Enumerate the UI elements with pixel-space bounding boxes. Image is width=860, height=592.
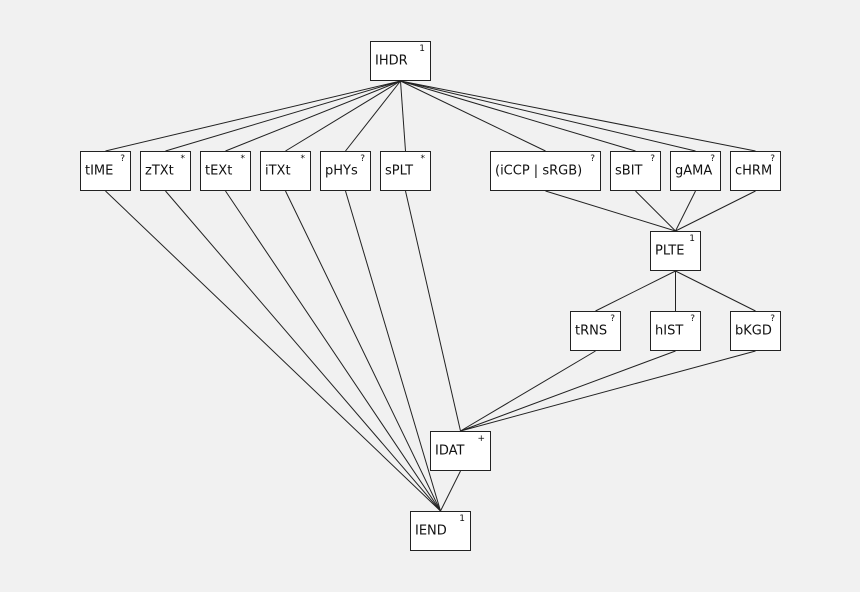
edge-chrm-plte (675, 190, 756, 232)
node-iccp-srgb-mark: ? (590, 154, 595, 164)
node-iend: IEND 1 (410, 511, 471, 551)
node-hist-mark: ? (690, 314, 695, 324)
node-hist-label: hIST (655, 323, 684, 339)
edge-ihdr-text (225, 80, 401, 152)
edge-ihdr-gama (400, 80, 696, 152)
node-phys-label: pHYs (325, 163, 358, 179)
edge-idat-iend (440, 470, 461, 512)
node-plte-label: PLTE (655, 243, 685, 259)
node-text-label: tEXt (205, 163, 233, 179)
node-ihdr: IHDR 1 (370, 41, 431, 81)
node-splt-mark: * (420, 154, 426, 164)
edge-time-iend (105, 190, 441, 512)
node-trns-mark: ? (610, 314, 615, 324)
node-sbit: sBIT ? (610, 151, 661, 191)
node-ihdr-mark: 1 (419, 44, 425, 54)
node-time-mark: ? (120, 154, 125, 164)
node-bkgd: bKGD ? (730, 311, 781, 351)
node-itxt-mark: * (300, 154, 306, 164)
edge-ihdr-chrm (400, 80, 756, 152)
edge-bkgd-idat (460, 350, 756, 432)
node-phys-mark: ? (360, 154, 365, 164)
node-splt: sPLT * (380, 151, 431, 191)
node-gama: gAMA ? (670, 151, 721, 191)
edge-plte-bkgd (675, 270, 756, 312)
node-text: tEXt * (200, 151, 251, 191)
node-phys: pHYs ? (320, 151, 371, 191)
edge-hist-idat (460, 350, 676, 432)
edge-plte-trns (595, 270, 676, 312)
node-splt-label: sPLT (385, 163, 414, 179)
edge-gama-plte (675, 190, 696, 232)
node-iend-label: IEND (415, 523, 447, 539)
node-iccp-srgb: (iCCP | sRGB) ? (490, 151, 601, 191)
edge-ihdr-iccp (400, 80, 546, 152)
edge-ihdr-time (105, 80, 401, 152)
node-time: tIME ? (80, 151, 131, 191)
node-iend-mark: 1 (459, 514, 465, 524)
node-gama-label: gAMA (675, 163, 713, 179)
node-plte: PLTE 1 (650, 231, 701, 271)
edge-sbit-plte (635, 190, 676, 232)
node-itxt-label: iTXt (265, 163, 291, 179)
edge-ihdr-phys (345, 80, 401, 152)
node-bkgd-label: bKGD (735, 323, 772, 339)
edge-ihdr-sbit (400, 80, 636, 152)
edge-trns-idat (460, 350, 596, 432)
edge-splt-idat (405, 190, 461, 432)
node-chrm-mark: ? (770, 154, 775, 164)
node-chrm-label: cHRM (735, 163, 773, 179)
edge-itxt-iend (285, 190, 441, 512)
node-sbit-mark: ? (650, 154, 655, 164)
edge-ihdr-splt (400, 80, 406, 152)
node-ztxt: zTXt * (140, 151, 191, 191)
edge-ztxt-iend (165, 190, 441, 512)
node-chrm: cHRM ? (730, 151, 781, 191)
edge-ihdr-itxt (285, 80, 401, 152)
node-itxt: iTXt * (260, 151, 311, 191)
node-ztxt-mark: * (180, 154, 186, 164)
edge-ihdr-ztxt (165, 80, 401, 152)
node-time-label: tIME (85, 163, 114, 179)
edge-text-iend (225, 190, 441, 512)
node-ztxt-label: zTXt (145, 163, 174, 179)
node-gama-mark: ? (710, 154, 715, 164)
node-text-mark: * (240, 154, 246, 164)
node-idat-label: IDAT (435, 443, 465, 459)
node-bkgd-mark: ? (770, 314, 775, 324)
node-sbit-label: sBIT (615, 163, 643, 179)
node-plte-mark: 1 (689, 234, 695, 244)
node-trns-label: tRNS (575, 323, 608, 339)
node-trns: tRNS ? (570, 311, 621, 351)
node-idat: IDAT + (430, 431, 491, 471)
node-iccp-srgb-label: (iCCP | sRGB) (495, 163, 583, 179)
node-idat-mark: + (477, 434, 485, 444)
edge-phys-iend (345, 190, 441, 512)
edge-iccp-plte (545, 190, 676, 232)
node-hist: hIST ? (650, 311, 701, 351)
node-ihdr-label: IHDR (375, 53, 408, 69)
